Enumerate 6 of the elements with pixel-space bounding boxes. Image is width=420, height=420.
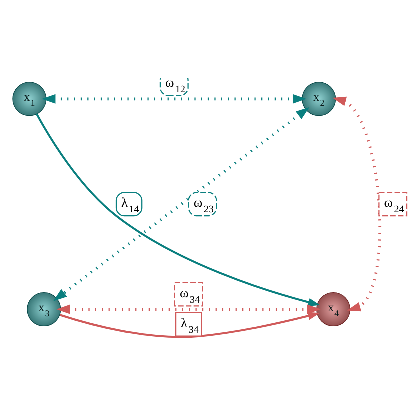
edge-label: ω$_{23}$ [194,195,214,216]
edge-label: λ$_{14}$ [122,195,140,216]
edge-label: ω$_{24}$ [384,195,404,216]
edge-label: ω$_{34}$ [180,285,200,306]
edge-label: ω$_{12}$ [165,75,186,96]
edge-label: λ$_{34}$ [181,315,199,336]
